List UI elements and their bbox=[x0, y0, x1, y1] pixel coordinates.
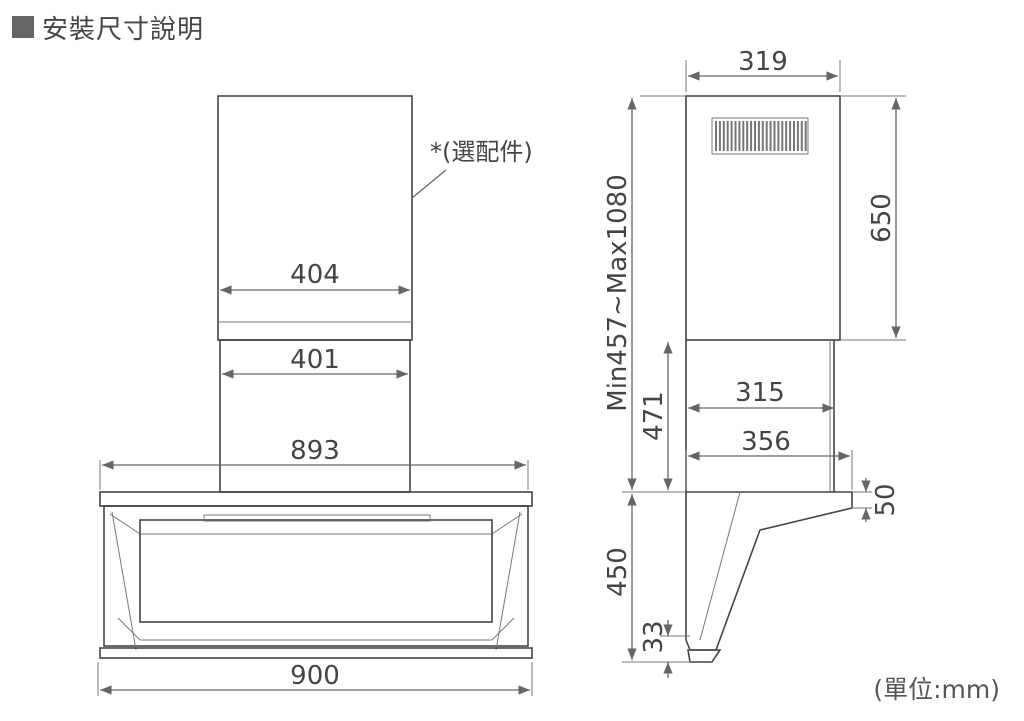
dim-401: 401 bbox=[290, 345, 340, 375]
hood-side-frame bbox=[111, 511, 521, 651]
dim-450: 450 bbox=[603, 547, 633, 597]
side-upper-chimney bbox=[685, 95, 841, 341]
vent-slat bbox=[757, 121, 760, 151]
section-title-text: 安裝尺寸說明 bbox=[42, 14, 205, 45]
dim-650: 650 bbox=[867, 193, 897, 243]
vent-grille-frame bbox=[711, 117, 809, 155]
side-view: 319 650 Min457~Max1080 471 315 356 50 45… bbox=[603, 47, 906, 678]
vent-slat bbox=[777, 121, 780, 151]
vent-slat bbox=[769, 121, 772, 151]
dim-356: 356 bbox=[741, 427, 791, 457]
vent-slat bbox=[730, 121, 733, 151]
dim-471: 471 bbox=[639, 391, 669, 441]
vent-slat bbox=[804, 121, 807, 151]
vent-slat bbox=[781, 121, 784, 151]
vent-slat bbox=[754, 121, 756, 151]
hood-side-front-edge bbox=[699, 491, 741, 641]
vent-slat bbox=[746, 121, 749, 151]
dim-33: 33 bbox=[639, 620, 669, 653]
vent-slat bbox=[761, 121, 764, 151]
unit-note: (單位:mm) bbox=[873, 675, 1000, 704]
hood-glass-panel bbox=[139, 519, 493, 623]
dim-50: 50 bbox=[871, 483, 901, 516]
hood-inner-top bbox=[109, 513, 523, 535]
vent-slat bbox=[785, 121, 788, 151]
dim-315: 315 bbox=[735, 378, 785, 408]
vent-slat bbox=[718, 121, 721, 151]
vent-grille bbox=[711, 117, 809, 155]
square-bullet-icon bbox=[12, 16, 34, 38]
vent-slat bbox=[742, 121, 745, 151]
vent-slat bbox=[734, 121, 737, 151]
dim-900: 900 bbox=[290, 661, 340, 691]
vent-slat bbox=[796, 121, 799, 151]
vent-slat bbox=[750, 121, 753, 151]
front-view: *(選配件) 404 401 893 900 bbox=[97, 95, 533, 696]
upper-chimney bbox=[217, 95, 413, 341]
vent-slat bbox=[800, 121, 803, 151]
section-title: 安裝尺寸說明 bbox=[12, 10, 205, 45]
vent-slat bbox=[726, 121, 729, 151]
hood-side-bottom-lip bbox=[687, 649, 722, 663]
light-strip bbox=[203, 514, 431, 522]
dim-404: 404 bbox=[290, 260, 340, 290]
optional-accessory-label: *(選配件) bbox=[430, 138, 533, 166]
hood-side-profile bbox=[685, 491, 853, 651]
hood-bottom-frame bbox=[117, 617, 515, 641]
hood-body bbox=[103, 505, 529, 647]
vent-slat bbox=[789, 121, 792, 151]
vent-slat bbox=[715, 121, 717, 151]
vent-slat bbox=[722, 121, 725, 151]
vent-slat bbox=[793, 121, 795, 151]
dim-893: 893 bbox=[290, 436, 340, 466]
dim-min-max: Min457~Max1080 bbox=[603, 174, 633, 411]
optional-leader-line bbox=[411, 169, 447, 199]
vent-slat bbox=[738, 121, 741, 151]
hood-top-panel bbox=[99, 491, 533, 507]
vent-slat bbox=[773, 121, 776, 151]
hood-base-plate bbox=[99, 647, 533, 659]
vent-slat bbox=[765, 121, 768, 151]
dim-319: 319 bbox=[738, 47, 788, 77]
